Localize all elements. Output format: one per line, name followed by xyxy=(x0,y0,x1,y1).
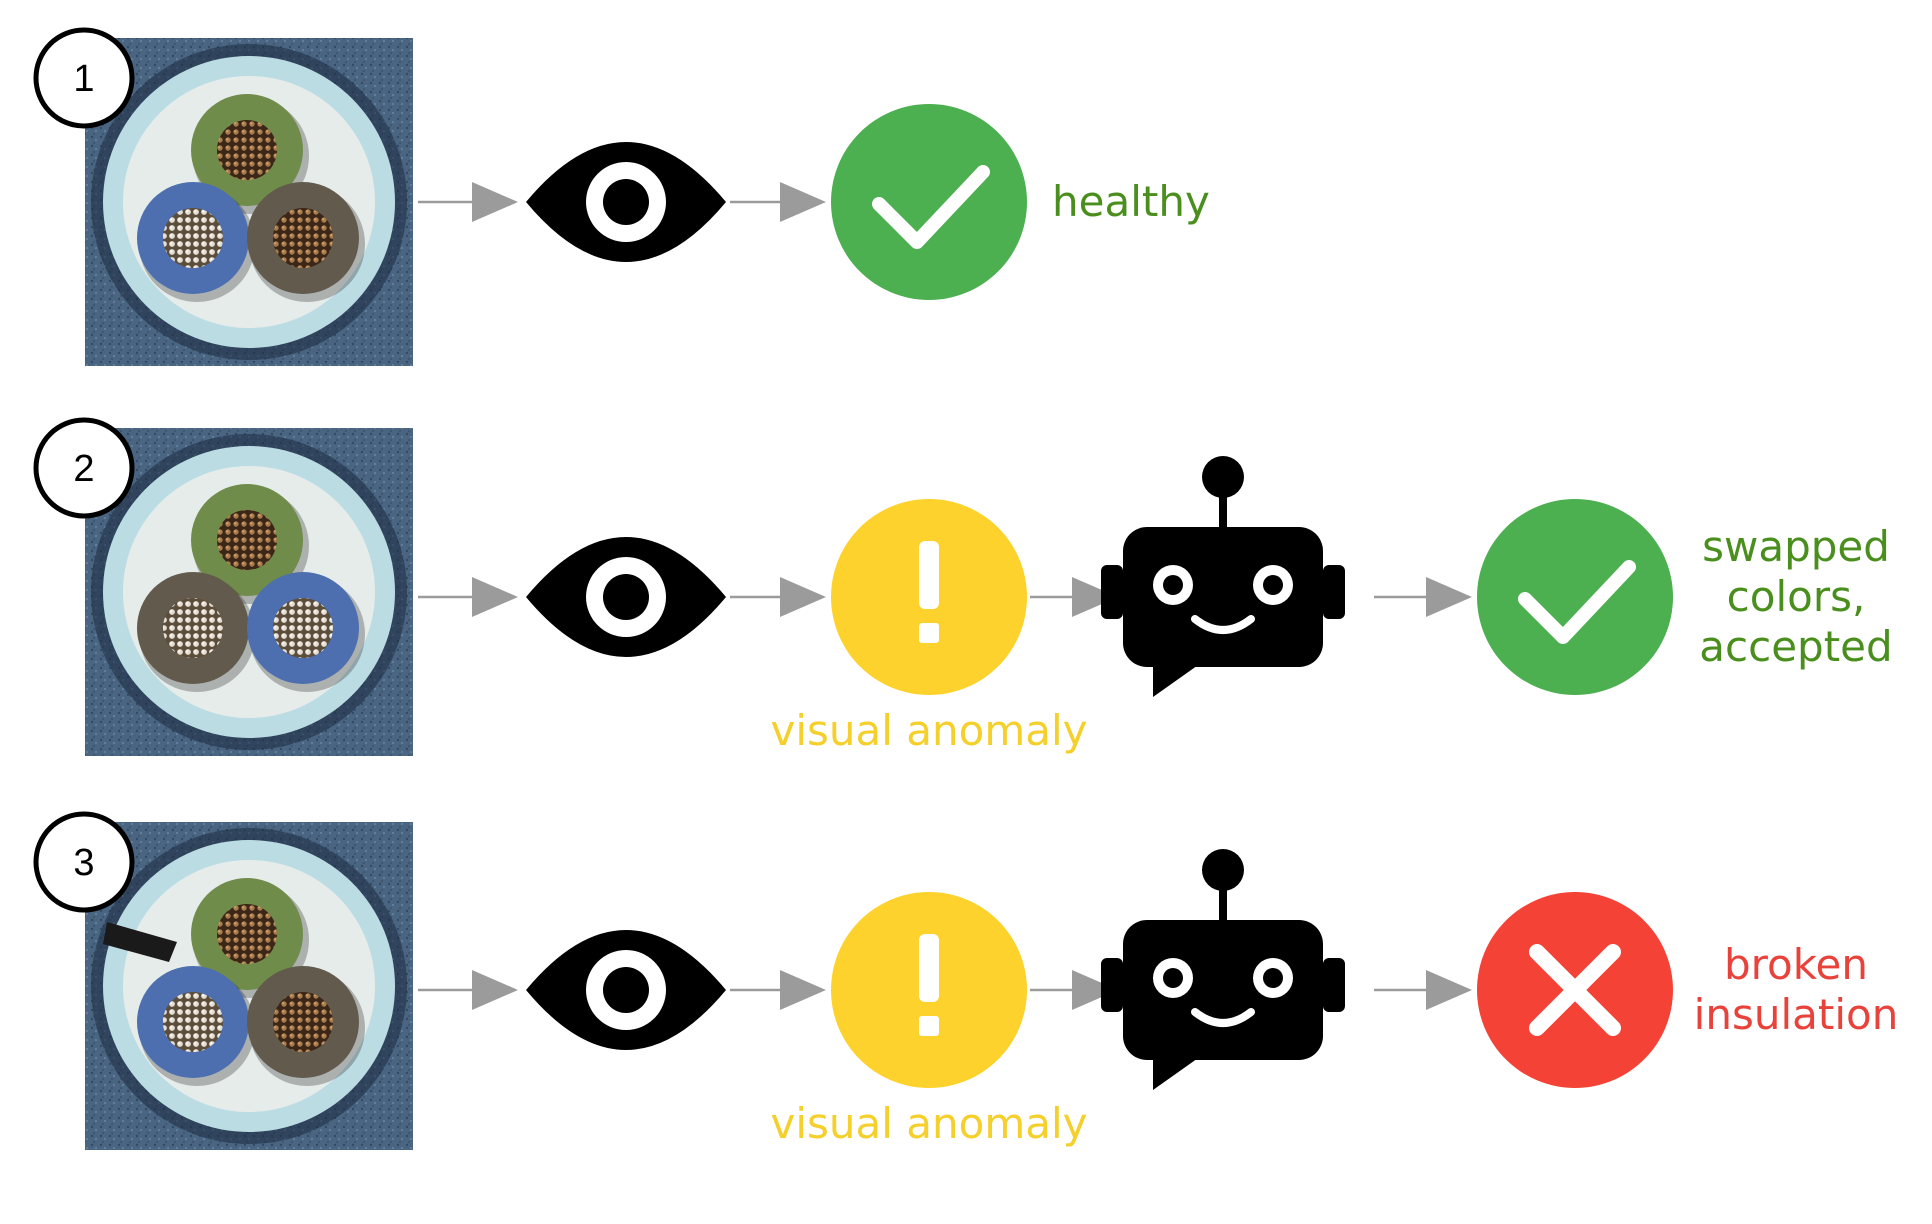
chat-tail xyxy=(1153,1048,1201,1090)
wire-strands xyxy=(217,510,277,570)
robot-pupil-right xyxy=(1263,575,1283,595)
exclamation-icon xyxy=(831,892,1027,1088)
wire-strands xyxy=(273,598,333,658)
result-label-line: healthy xyxy=(1052,177,1210,226)
robot-ear-right xyxy=(1323,565,1345,619)
robot-antenna-ball xyxy=(1202,456,1244,498)
exclamation-bar xyxy=(919,541,939,609)
step-number-badge xyxy=(33,27,135,129)
eye-pupil xyxy=(603,574,649,620)
result-label-line: accepted xyxy=(1699,622,1892,671)
robot-ear-left xyxy=(1101,565,1123,619)
robot-chat-icon xyxy=(1101,849,1345,1090)
chat-tail xyxy=(1153,655,1201,697)
result-label-line: swapped xyxy=(1702,522,1890,571)
robot-smile xyxy=(1191,1008,1255,1027)
exclamation-bar xyxy=(919,934,939,1002)
checkmark-icon xyxy=(831,104,1027,300)
robot-pupil-right xyxy=(1263,968,1283,988)
step-number-badge xyxy=(33,811,135,913)
wire-strands xyxy=(273,992,333,1052)
check-stroke xyxy=(872,165,990,249)
robot-antenna-ball xyxy=(1202,849,1244,891)
eye-icon xyxy=(526,930,726,1050)
exclamation-icon xyxy=(831,499,1027,695)
robot-antenna-stem xyxy=(1219,493,1227,533)
exclamation-dot xyxy=(919,1016,939,1036)
robot-ear-left xyxy=(1101,958,1123,1012)
eye-pupil xyxy=(603,179,649,225)
cross-icon xyxy=(1477,892,1673,1088)
wire-strands xyxy=(273,208,333,268)
robot-pupil-left xyxy=(1163,575,1183,595)
wire-strands xyxy=(163,992,223,1052)
step-number: 1 xyxy=(73,58,94,100)
robot-antenna-stem xyxy=(1219,886,1227,926)
robot-head xyxy=(1123,920,1323,1060)
pipeline-row-1: 1 healthy xyxy=(33,27,1210,366)
insulation-damage xyxy=(103,922,177,962)
wire-strands xyxy=(163,598,223,658)
wire-strands xyxy=(217,120,277,180)
exclamation-dot xyxy=(919,623,939,643)
cross-stroke xyxy=(1529,944,1621,1036)
check-stroke xyxy=(1518,560,1636,644)
eye-icon xyxy=(526,142,726,262)
robot-smile xyxy=(1191,615,1255,634)
anomaly-label: visual anomaly xyxy=(770,706,1087,755)
checkmark-icon xyxy=(1477,499,1673,695)
robot-pupil-left xyxy=(1163,968,1183,988)
eye-pupil xyxy=(603,967,649,1013)
wire-strands xyxy=(163,208,223,268)
wire-strands xyxy=(217,904,277,964)
result-label-line: insulation xyxy=(1694,990,1899,1039)
result-label-line: broken xyxy=(1724,940,1868,989)
ok-circle xyxy=(1477,499,1673,695)
robot-chat-icon xyxy=(1101,456,1345,697)
result-label-line: colors, xyxy=(1727,572,1866,621)
step-number: 2 xyxy=(73,448,94,490)
ok-circle xyxy=(831,104,1027,300)
robot-ear-right xyxy=(1323,958,1345,1012)
step-number-badge xyxy=(33,417,135,519)
step-number: 3 xyxy=(73,842,94,884)
robot-head xyxy=(1123,527,1323,667)
result-label: healthy xyxy=(1052,177,1210,226)
eye-icon xyxy=(526,537,726,657)
anomaly-label: visual anomaly xyxy=(770,1099,1087,1148)
